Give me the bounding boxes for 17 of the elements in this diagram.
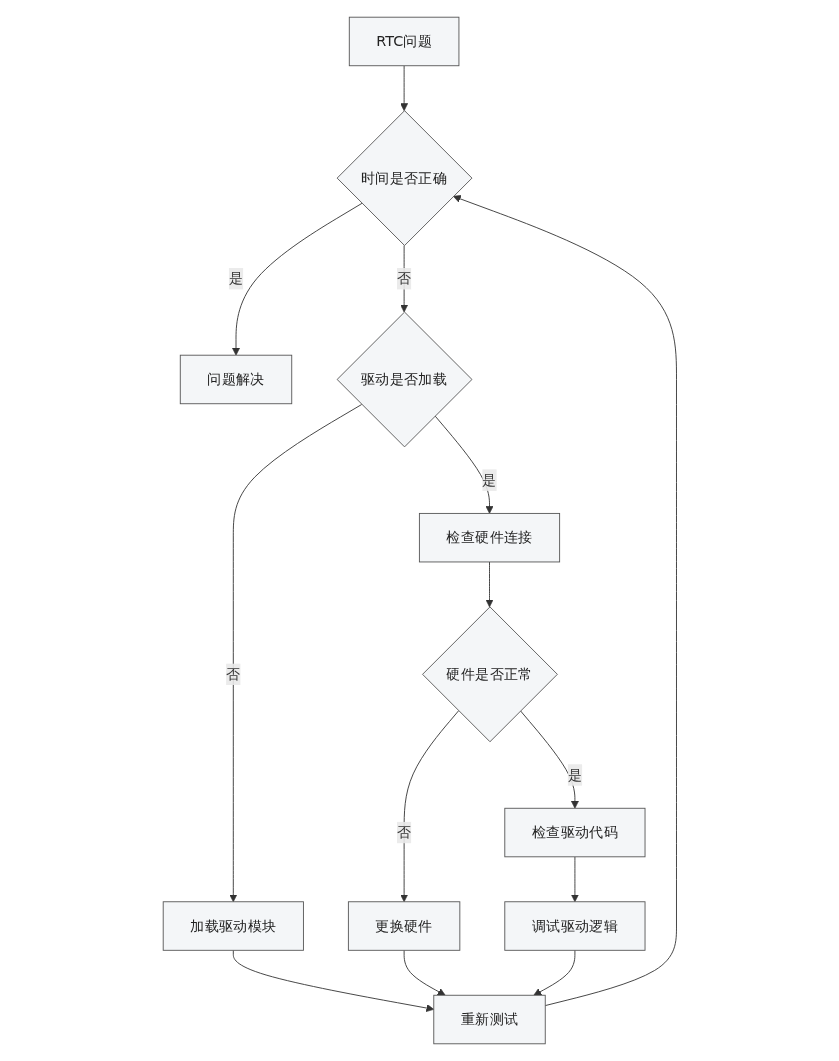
edge-label: 否	[396, 269, 411, 287]
node-box: 调试驱动逻辑	[504, 901, 646, 951]
edge-label: 否	[225, 665, 241, 683]
node-box: 问题解决	[179, 354, 292, 405]
edge-label: 是	[567, 766, 582, 784]
node-box: 检查硬件连接	[418, 512, 560, 563]
node-box: 更换硬件	[347, 901, 460, 951]
node-diamond: 硬件是否正常	[421, 606, 558, 743]
node-box: 重新测试	[433, 994, 546, 1045]
node-box: 检查驱动代码	[504, 807, 646, 858]
node-diamond: 驱动是否加载	[336, 311, 473, 448]
edge-label: 是	[481, 471, 497, 489]
node-diamond: 时间是否正确	[336, 110, 473, 246]
edge-label: 否	[396, 823, 411, 841]
node-box: 加载驱动模块	[162, 901, 304, 951]
edge-label: 是	[228, 269, 243, 287]
node-box: RTC问题	[348, 16, 460, 67]
